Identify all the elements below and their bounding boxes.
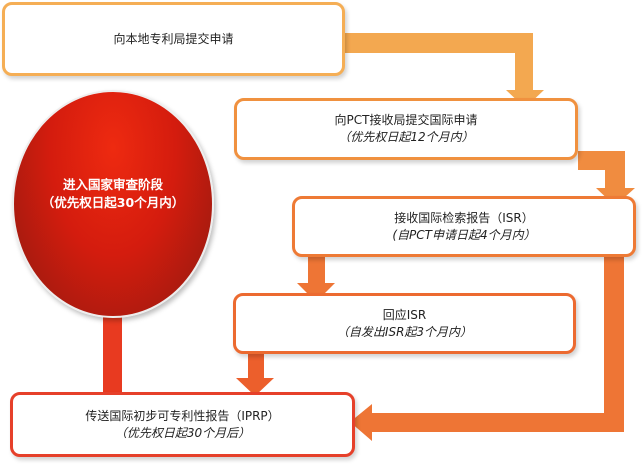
arrow-step1-to-step2 bbox=[344, 33, 544, 108]
step-title: 接收国际检索报告（ISR） bbox=[394, 210, 534, 225]
step-title: 向本地专利局提交申请 bbox=[113, 31, 234, 46]
step-note: （优先权日起12个月内） bbox=[338, 130, 474, 144]
step-title: 向PCT接收局提交国际申请 bbox=[334, 113, 478, 127]
arrow-step4-to-step5 bbox=[236, 354, 274, 396]
arrow-step2-to-step3 bbox=[578, 151, 635, 206]
step-note: (自PCT申请日起4个月内） bbox=[392, 227, 536, 242]
step-title: 传送国际初步可专利性报告（IPRP） bbox=[85, 408, 280, 423]
final-note: （优先权日起30个月内） bbox=[41, 195, 185, 210]
step-respond-isr: 回应ISR （自发出ISR起3个月内） bbox=[233, 293, 576, 354]
arrow-step5-to-final bbox=[88, 286, 138, 392]
arrow-step3-to-step5 bbox=[350, 257, 624, 441]
arrow-step3-to-step4 bbox=[297, 257, 335, 302]
step-pct-filing: 向PCT接收局提交国际申请 （优先权日起12个月内） bbox=[234, 98, 578, 160]
step-title: 回应ISR bbox=[382, 307, 427, 322]
step-iprp: 传送国际初步可专利性报告（IPRP） （优先权日起30个月后） bbox=[10, 392, 355, 457]
step-local-filing: 向本地专利局提交申请 bbox=[2, 2, 345, 76]
step-receive-isr: 接收国际检索报告（ISR） (自PCT申请日起4个月内） bbox=[292, 196, 636, 257]
national-phase-circle: 进入国家审查阶段 （优先权日起30个月内） bbox=[12, 90, 214, 318]
final-title: 进入国家审查阶段 bbox=[62, 177, 163, 192]
step-note: （优先权日起30个月后） bbox=[114, 425, 251, 440]
step-note: （自发出ISR起3个月内） bbox=[336, 324, 473, 339]
